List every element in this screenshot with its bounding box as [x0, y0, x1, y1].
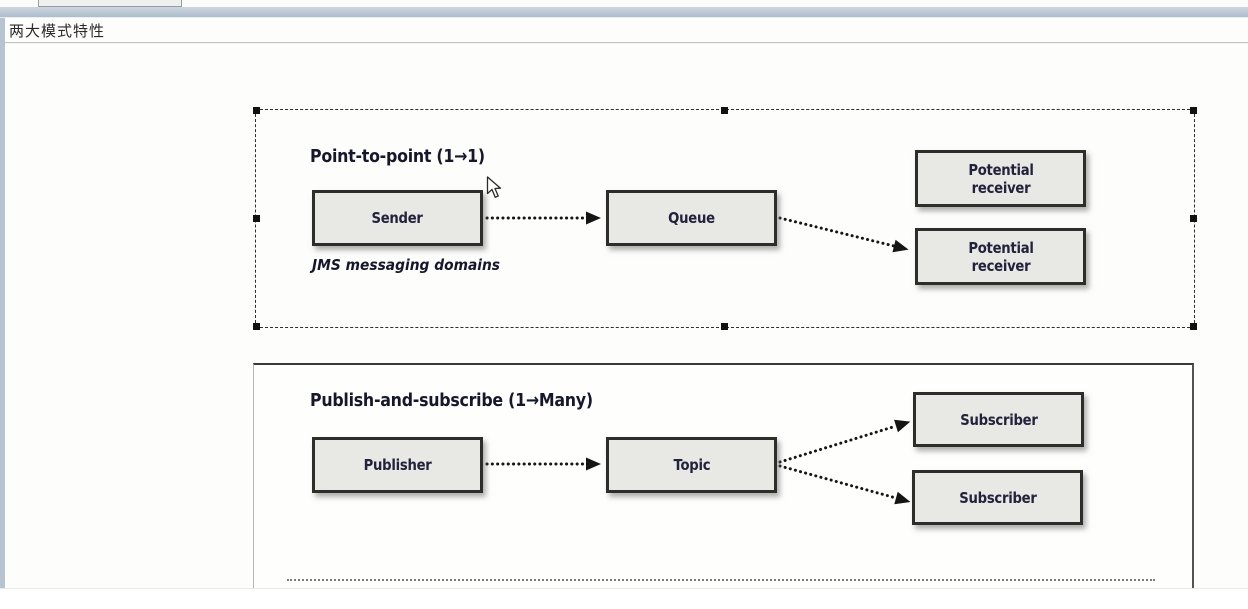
- node-sender: Sender: [312, 190, 483, 246]
- selection-handle-bottom-right[interactable]: [1190, 323, 1197, 330]
- selection-handle-top-middle[interactable]: [721, 107, 728, 114]
- left-edge-strip: [0, 18, 5, 588]
- node-topic: Topic: [606, 437, 777, 493]
- node-subscriber-2: Subscriber: [912, 470, 1083, 525]
- header-bar: [0, 7, 1248, 18]
- node-potential-receiver-2: Potential receiver: [915, 228, 1086, 285]
- mouse-cursor-icon: [486, 176, 502, 198]
- figure-caption: JMS messaging domains: [312, 256, 501, 274]
- page-title: 两大模式特性: [9, 22, 106, 40]
- toolbar-partial-control[interactable]: [38, 0, 182, 7]
- arrow-queue-to-receiver: [778, 216, 909, 253]
- node-publisher-label: Publisher: [363, 456, 432, 474]
- selection-handle-middle-left[interactable]: [253, 214, 260, 222]
- arrow-topic-to-subscriber-1: [778, 419, 911, 464]
- node-subscriber-1-label: Subscriber: [959, 410, 1038, 429]
- node-subscriber-2-label: Subscriber: [958, 488, 1037, 507]
- node-subscriber-1: Subscriber: [913, 392, 1084, 447]
- top-strip: [0, 0, 1248, 7]
- node-potential-receiver-1-label: Potential receiver: [967, 160, 1034, 197]
- node-sender-label: Sender: [371, 209, 424, 227]
- selection-handle-top-left[interactable]: [253, 107, 260, 114]
- node-publisher: Publisher: [312, 437, 483, 493]
- pubsub-heading: Publish-and-subscribe (1→Many): [310, 390, 593, 411]
- figure-bottom-rule: [287, 579, 1155, 581]
- node-queue: Queue: [606, 190, 777, 246]
- selection-handle-bottom-left[interactable]: [253, 323, 260, 330]
- selection-handle-top-right[interactable]: [1190, 107, 1197, 114]
- node-queue-label: Queue: [668, 209, 715, 227]
- arrow-sender-to-queue: [485, 211, 601, 225]
- node-potential-receiver-2-label: Potential receiver: [967, 238, 1034, 275]
- selection-handle-bottom-middle[interactable]: [721, 323, 728, 330]
- p2p-heading: Point-to-point (1→1): [310, 146, 485, 167]
- arrow-publisher-to-topic: [485, 457, 601, 471]
- node-topic-label: Topic: [673, 456, 710, 474]
- selected-image-frame[interactable]: [253, 107, 1197, 330]
- selection-handle-middle-right[interactable]: [1190, 214, 1197, 222]
- node-potential-receiver-1: Potential receiver: [915, 150, 1086, 207]
- arrow-topic-to-subscriber-2: [778, 464, 911, 505]
- title-divider: [5, 42, 1248, 44]
- bottom-area: [0, 588, 1248, 609]
